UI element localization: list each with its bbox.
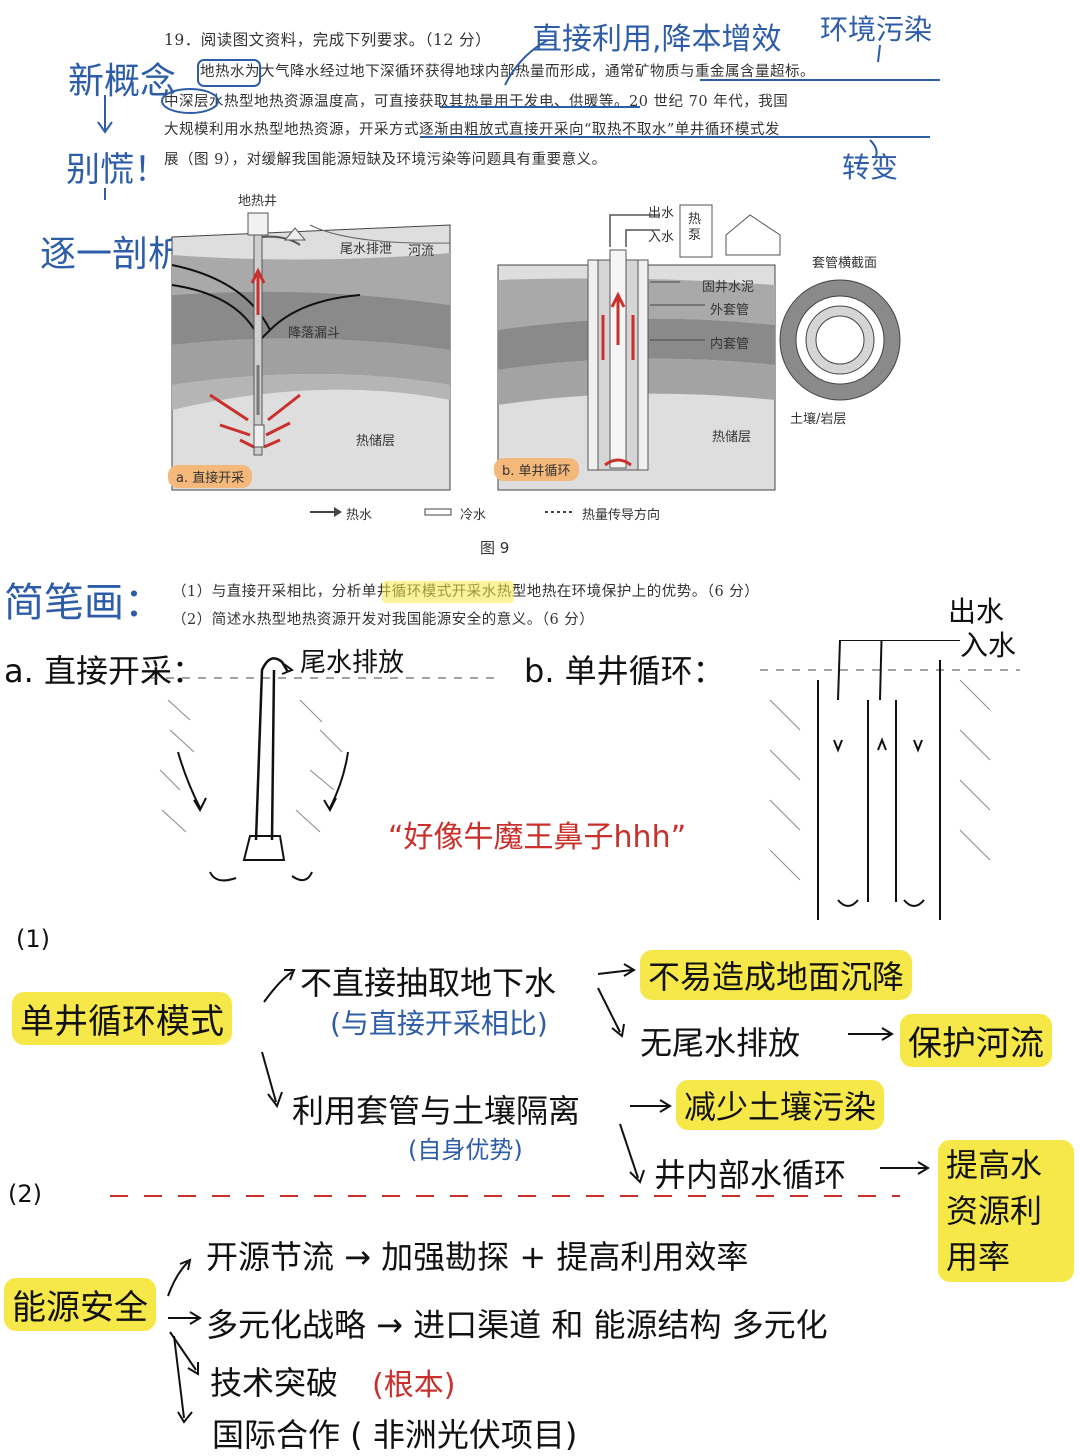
label-funnel: 降落漏斗 (288, 326, 341, 341)
answer-1-marker: (1) (16, 925, 50, 953)
sketch-a-label: a. 直接开采： (4, 652, 204, 690)
answer-1-result-2b-prefix: 井内部水循环 (654, 1156, 847, 1194)
sketch-b-in: 入水 (960, 629, 1017, 662)
answer-2-marker: (2) (8, 1180, 42, 1208)
answer-1-branch-2: 利用套管与土壤隔离 (292, 1092, 581, 1130)
answer-1-branch-2-note: (自身优势) (408, 1136, 523, 1164)
label-well: 地热井 (238, 194, 278, 209)
answer-1-branch-1-note: (与直接开采相比) (330, 1007, 548, 1040)
label-pump: 热泵 (688, 212, 702, 243)
sketch-b-label: b. 单井循环： (524, 652, 725, 690)
label-soil: 土壤/岩层 (790, 412, 847, 427)
question-title: 19．阅读图文资料，完成下列要求。（12 分） (164, 31, 492, 49)
figure-9 (171, 204, 901, 517)
tag-direct-extraction: a. 直接开采 (168, 465, 253, 488)
annotation-dont-panic: 别慌！ (66, 150, 168, 190)
question-annotation-marks (97, 39, 940, 200)
answer-1-result-1a: 不易造成地面沉降 (640, 950, 913, 1000)
annotation-pollution: 环境污染 (820, 13, 933, 46)
label-tail-water: 尾水排泄 (340, 242, 393, 257)
sketch-b-out: 出水 (948, 595, 1005, 628)
question-line-1: 地热水为大气降水经过地下深循环获得地球内部热量而形成，通常矿物质与重金属含量超标… (200, 64, 815, 80)
legend-cold-water: 冷水 (460, 508, 487, 523)
annotation-change: 转变 (842, 151, 899, 184)
figure-caption: 图 9 (480, 539, 510, 557)
label-outlet: 出水 (648, 206, 675, 221)
label-section: 套管横截面 (812, 256, 878, 271)
legend-hot-water: 热水 (346, 508, 373, 523)
label-inner-casing: 内套管 (710, 337, 750, 352)
answer-1-result-1b: 保护河流 (900, 1014, 1052, 1067)
highlight-single-well (382, 581, 514, 603)
annotation-direct-use: 直接利用,降本增效 (532, 22, 782, 57)
tag-single-well: b. 单井循环 (494, 458, 579, 481)
sub-question-2: （2）简述水热型地热资源开发对我国能源安全的意义。（6 分） (172, 612, 595, 628)
answer-2-point-3: 技术突破 (210, 1364, 339, 1402)
answer-1-result-2b: 提高水资源利用率 (938, 1140, 1074, 1282)
answer-2-point-1: 开源节流 → 加强勘探 + 提高利用效率 (206, 1238, 749, 1276)
annotation-analyze: 逐一剖析 (40, 234, 185, 275)
question-line-4: 展（图 9），对缓解我国能源短缺及环境污染等问题具有重要意义。 (164, 152, 607, 168)
answer-1-result-1b-prefix: 无尾水排放 (640, 1024, 801, 1062)
answer-1-result-2a: 减少土壤污染 (676, 1080, 885, 1130)
figure-legend (310, 507, 575, 517)
label-cement: 固井水泥 (702, 280, 755, 295)
answer-2-point-4: 国际合作 ( 非洲光伏项目) (212, 1416, 578, 1454)
label-outer-casing: 外套管 (710, 303, 750, 318)
legend-heat-direction: 热量传导方向 (582, 508, 661, 523)
question-line-3: 大规模利用水热型地热资源，开采方式逐渐由粗放式直接开采向“取热不取水”单井循环模… (164, 122, 780, 138)
answer-1-root: 单井循环模式 (12, 992, 232, 1045)
label-river: 河流 (408, 244, 435, 259)
sketch-a-note: 尾水排放 (300, 648, 405, 678)
answer-2-point-3-note: (根本) (372, 1368, 456, 1403)
sketch-drawings (150, 640, 1020, 920)
label-reservoir-left: 热储层 (356, 434, 396, 449)
answer-2-point-2: 多元化战略 → 进口渠道 和 能源结构 多元化 (206, 1306, 828, 1344)
figure-panel-circulation (497, 204, 901, 491)
sketch-heading: 简笔画： (4, 580, 164, 626)
answer-2-arrows (167, 1258, 202, 1424)
answer-1-branch-1: 不直接抽取地下水 (300, 964, 557, 1002)
annotation-new-concept: 新概念 (68, 61, 177, 102)
label-reservoir-right: 热储层 (712, 430, 752, 445)
answer-1-arrows (110, 963, 930, 1197)
sketch-joke: “好像牛魔王鼻子hhh” (388, 820, 687, 855)
label-inlet: 入水 (648, 230, 675, 245)
figure-panel-direct (171, 212, 451, 491)
answer-2-root: 能源安全 (4, 1278, 156, 1331)
